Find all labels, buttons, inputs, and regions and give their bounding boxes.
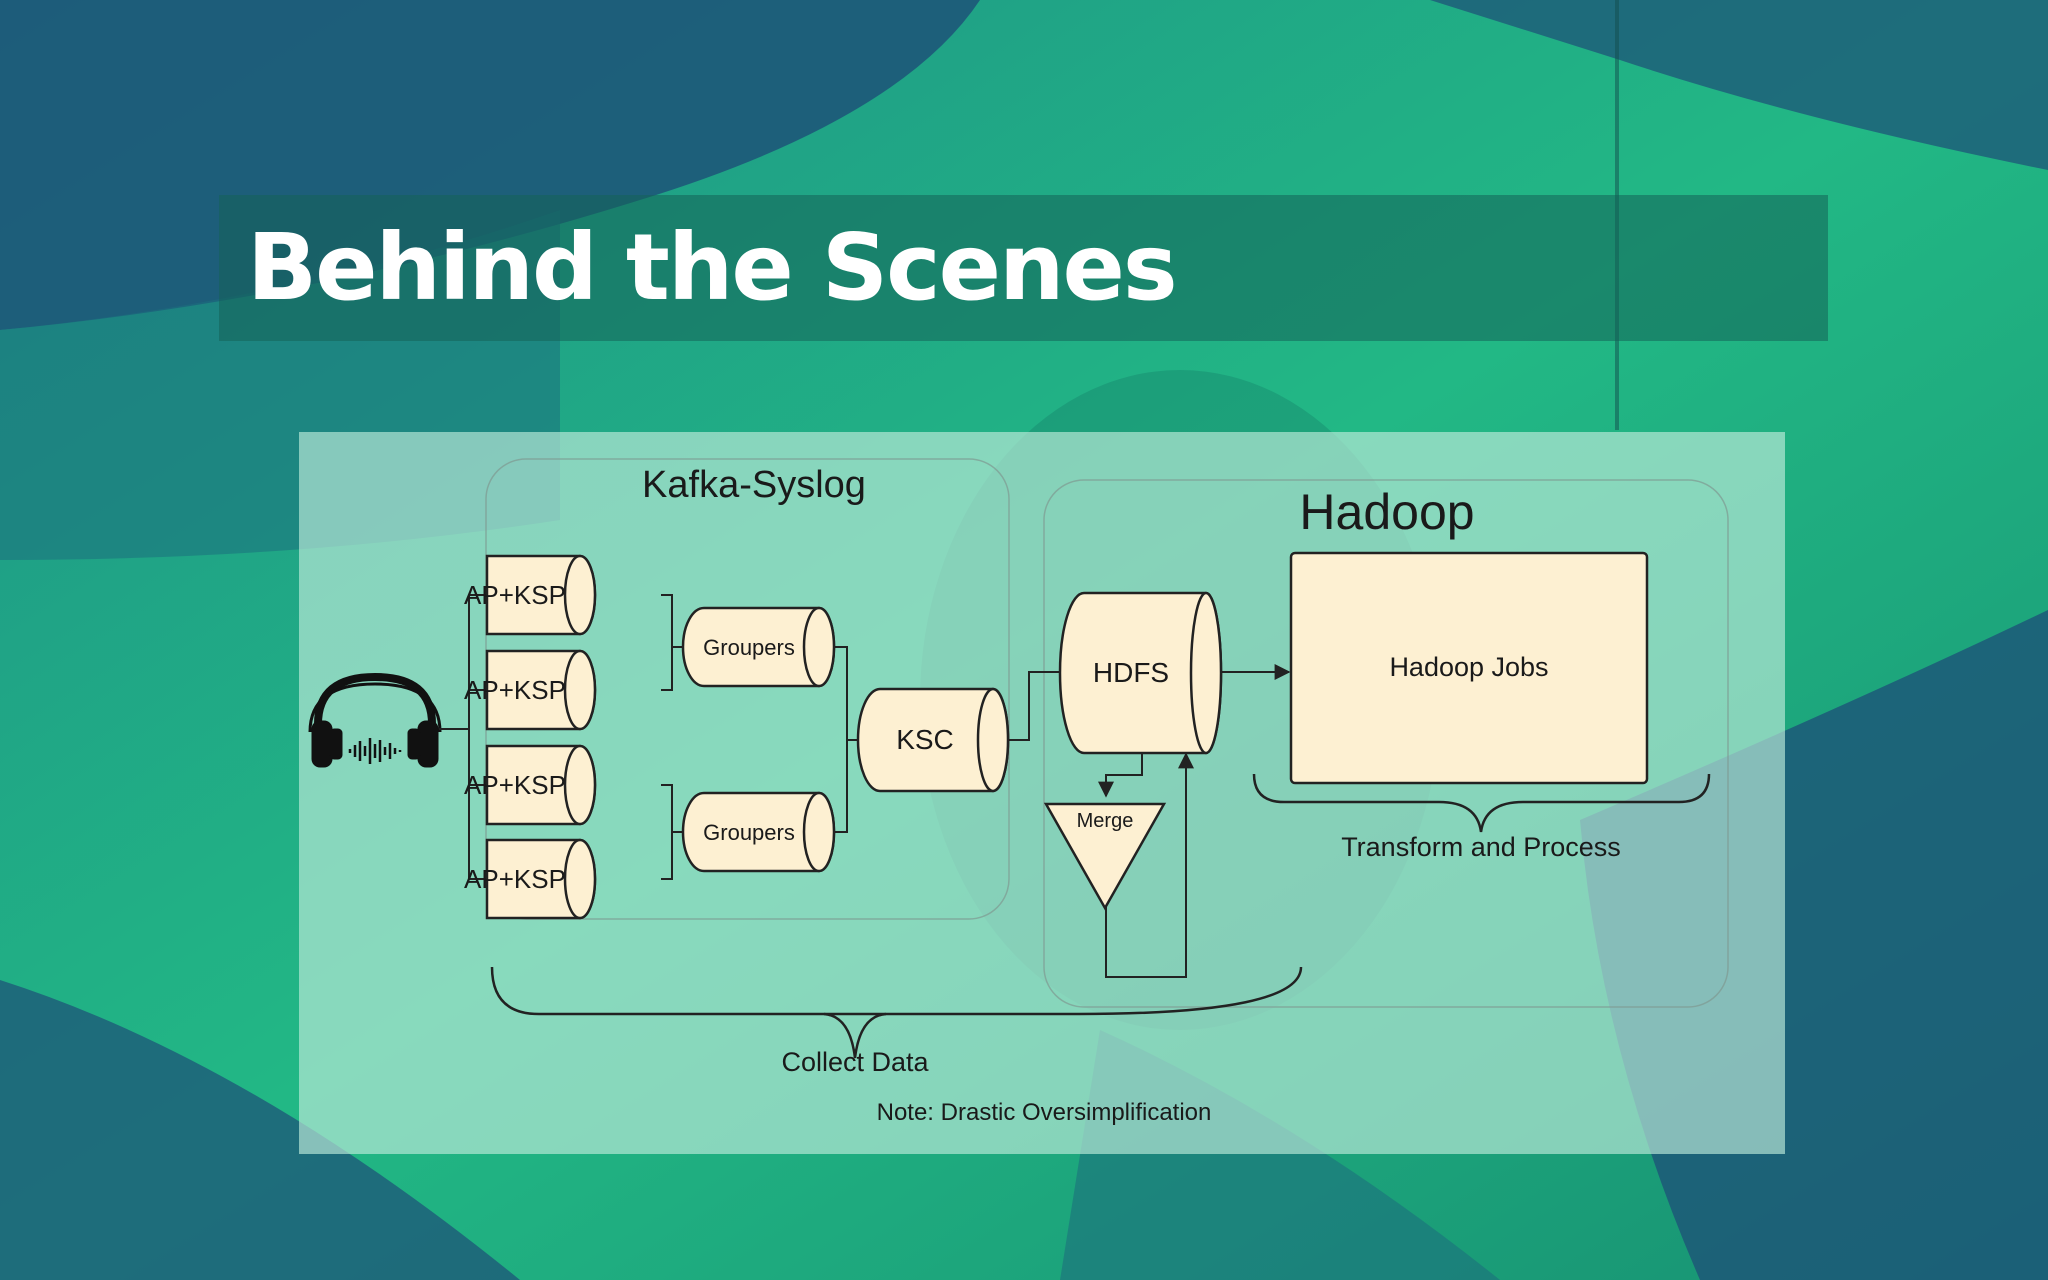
transform-brace	[1252, 773, 1711, 833]
ap-ksp-node: AP+KSP	[464, 744, 597, 826]
groupers-label: Groupers	[703, 635, 795, 660]
ap-ksp-label: AP+KSP	[464, 770, 566, 800]
hadoop-jobs-label: Hadoop Jobs	[1389, 652, 1548, 682]
collect-label: Collect Data	[781, 1047, 929, 1077]
title-band: Behind the Scenes	[219, 195, 1828, 341]
ksc-label: KSC	[896, 724, 954, 755]
diagram-panel: Kafka-Syslog Hadoop	[299, 432, 1785, 1154]
merge-node: Merge	[1043, 802, 1167, 911]
ap-ksp-node: AP+KSP	[464, 838, 597, 920]
architecture-diagram: Kafka-Syslog Hadoop	[308, 458, 1729, 1126]
groupers-label: Groupers	[703, 820, 795, 845]
ap-ksp-label: AP+KSP	[464, 580, 566, 610]
ap-ksp-node: AP+KSP	[464, 554, 597, 636]
merge-label: Merge	[1077, 810, 1134, 832]
ap-ksp-label: AP+KSP	[464, 864, 566, 894]
kafka-syslog-label: Kafka-Syslog	[642, 464, 866, 506]
collect-brace-tip	[823, 1012, 887, 1059]
slide-title: Behind the Scenes	[247, 214, 1178, 321]
headphones-icon	[308, 672, 442, 768]
groupers-node: Groupers	[681, 791, 836, 873]
ksc-node: KSC	[856, 687, 1010, 793]
collect-brace	[490, 966, 1303, 1016]
hdfs-label: HDFS	[1093, 657, 1169, 688]
ap-ksp-label: AP+KSP	[464, 675, 566, 705]
hadoop-label: Hadoop	[1299, 484, 1474, 540]
transform-label: Transform and Process	[1341, 832, 1621, 862]
hadoop-group	[1043, 479, 1729, 1008]
hadoop-jobs-node: Hadoop Jobs	[1289, 551, 1649, 785]
groupers-node: Groupers	[681, 606, 836, 688]
ap-ksp-node: AP+KSP	[464, 649, 597, 731]
hdfs-node: HDFS	[1058, 591, 1223, 755]
note-text: Note: Drastic Oversimplification	[877, 1099, 1212, 1126]
